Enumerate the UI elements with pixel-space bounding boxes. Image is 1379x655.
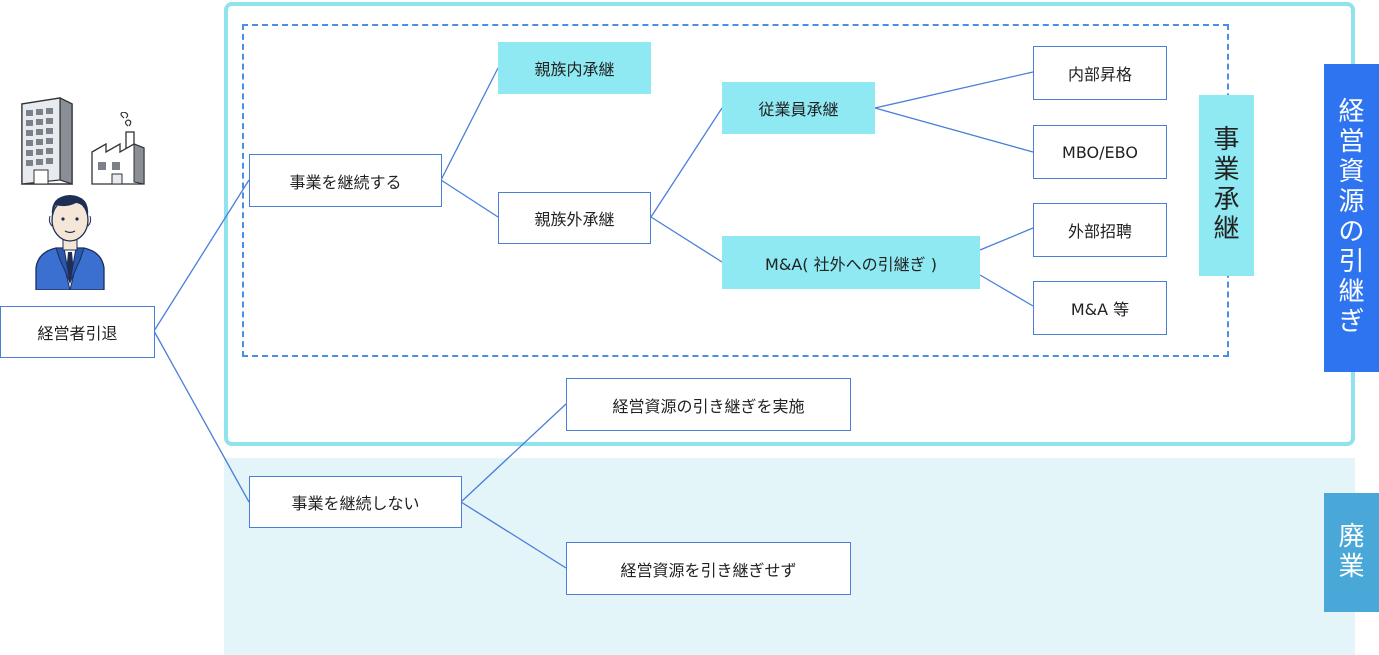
label-char: 業 — [1213, 154, 1240, 185]
label-char: 継 — [1213, 214, 1240, 245]
label-business-succession: 事 業 承 継 — [1199, 95, 1254, 276]
node-family-external-succession: 親族外承継 — [498, 192, 651, 244]
node-ma-etc: M&A 等 — [1033, 281, 1167, 335]
label-char: 廃 — [1338, 521, 1365, 552]
node-external-hire: 外部招聘 — [1033, 203, 1167, 257]
node-mbo-ebo: MBO/EBO — [1033, 125, 1167, 179]
businessman-icon — [35, 195, 105, 290]
office-building-icon — [21, 97, 73, 185]
factory-icon — [91, 112, 145, 185]
node-internal-promotion: 内部昇格 — [1033, 46, 1167, 100]
label-resource-transfer: 経 営 資 源 の 引 継 ぎ — [1324, 64, 1379, 372]
label-char: 資 — [1338, 157, 1365, 188]
node-discontinue-business: 事業を継続しない — [249, 476, 462, 528]
label-closure: 廃 業 — [1324, 493, 1379, 612]
label-char: 引 — [1338, 246, 1365, 277]
node-ma-external: M&A( 社外への引継ぎ ) — [722, 236, 980, 289]
node-no-transfer: 経営資源を引き継ぎせず — [566, 542, 851, 595]
node-continue-business: 事業を継続する — [249, 154, 442, 207]
label-char: 承 — [1213, 184, 1240, 215]
label-char: の — [1338, 217, 1365, 247]
label-char: 源 — [1338, 187, 1365, 218]
node-family-internal-succession: 親族内承継 — [498, 42, 651, 94]
node-transfer-resources: 経営資源の引き継ぎを実施 — [566, 378, 851, 431]
label-char: 継 — [1338, 276, 1365, 307]
label-char: 営 — [1338, 127, 1365, 158]
node-owner-retirement: 経営者引退 — [0, 306, 155, 358]
label-char: 事 — [1213, 124, 1240, 155]
node-employee-succession: 従業員承継 — [722, 82, 875, 134]
label-char: 経 — [1338, 97, 1365, 128]
label-char: 業 — [1338, 551, 1365, 582]
label-char: ぎ — [1338, 306, 1365, 337]
